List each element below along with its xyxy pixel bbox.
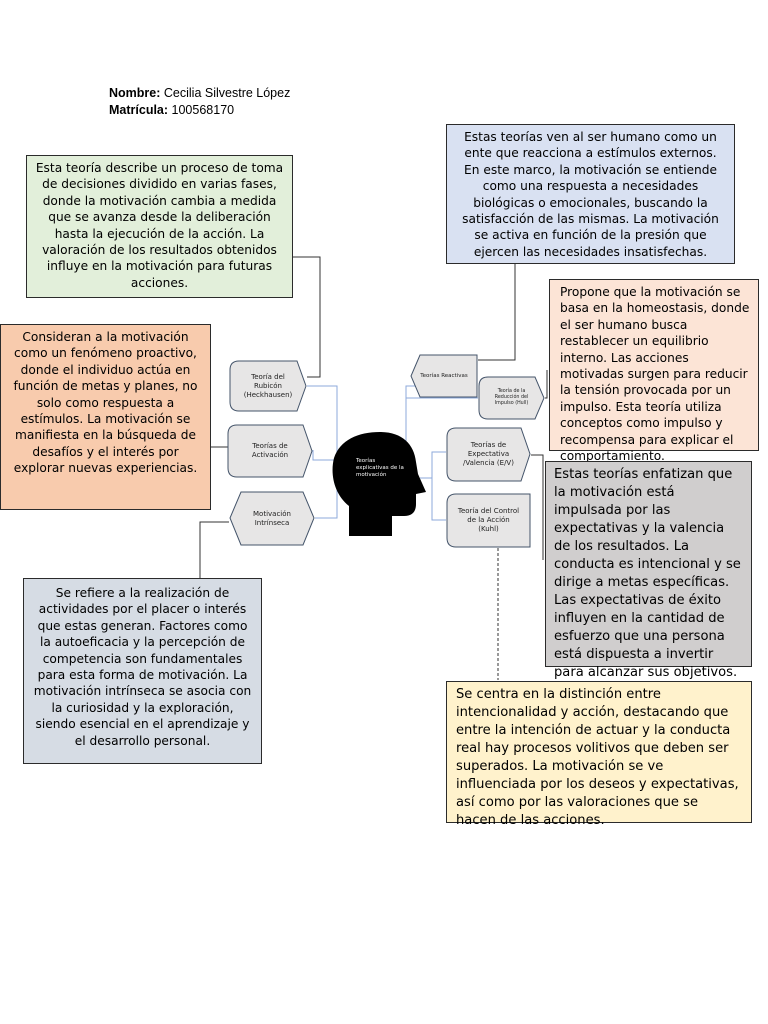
node-reactivas-label: Teorías Reactivas (420, 372, 468, 379)
connector-activacion (312, 450, 337, 461)
center-label: Teorías explicativas de la motivación (356, 458, 404, 478)
header: Nombre: Cecilia Silvestre López Matrícul… (109, 85, 290, 119)
box-control: Se centra en la distinción entre intenci… (446, 681, 752, 828)
box-reactivas: Estas teorías ven al ser humano como un … (446, 124, 735, 264)
box-intrinseca: Se refiere a la realización de actividad… (23, 578, 262, 764)
node-rubicon[interactable]: Teoría del Rubicón (Heckhausen) (229, 360, 307, 412)
link-rubicon-box (292, 256, 321, 378)
connector-reduccion (405, 386, 478, 399)
head-silhouette-icon (332, 432, 426, 536)
box-activacion: Consideran a la motivación como un fenóm… (0, 324, 211, 510)
node-control[interactable]: Teoría del Control de la Acción (Kuhl) (446, 493, 531, 548)
connector-rubicon (307, 385, 338, 460)
node-activacion-label: Teorías de Activación (251, 442, 289, 459)
link-reduccion-box (545, 370, 548, 399)
node-intrinseca-label: Motivación Intrínseca (253, 509, 291, 527)
box-reduccion: Propone que la motivación se basa en la … (549, 279, 759, 463)
node-reactivas[interactable]: Teorías Reactivas (410, 354, 478, 398)
link-intrinseca-box (199, 521, 229, 578)
connector-control (420, 477, 446, 521)
nombre-line: Nombre: Cecilia Silvestre López (109, 85, 290, 102)
node-rubicon-label: Teoría del Rubicón (Heckhausen) (243, 372, 293, 399)
link-reactivas-box (478, 264, 516, 361)
connector-expectativa (420, 451, 446, 479)
node-control-label: Teoría del Control de la Acción (Kuhl) (457, 507, 520, 533)
box-rubicon: Esta teoría describe un proceso de toma … (26, 155, 293, 298)
nombre-label: Nombre: (109, 86, 161, 100)
box-expectativa: Estas teorías enfatizan que la motivació… (545, 461, 752, 680)
matricula-line: Matrícula: 100568170 (109, 102, 290, 119)
node-expectativa[interactable]: Teorías de Expectativa /Valencia (E/V) (446, 427, 531, 482)
node-activacion[interactable]: Teorías de Activación (227, 424, 313, 478)
node-intrinseca[interactable]: Motivación Intrínseca (229, 491, 315, 546)
link-expectativa-box (531, 454, 544, 560)
node-reduccion-label: Teoría de la Reducción del Impulso (Hull… (494, 389, 529, 406)
matricula-value: 100568170 (171, 103, 235, 117)
matricula-label: Matrícula: (109, 103, 169, 117)
node-reduccion[interactable]: Teoría de la Reducción del Impulso (Hull… (478, 376, 545, 420)
nombre-value: Cecilia Silvestre López (163, 86, 291, 100)
node-expectativa-label: Teorías de Expectativa /Valencia (E/V) (463, 441, 514, 467)
